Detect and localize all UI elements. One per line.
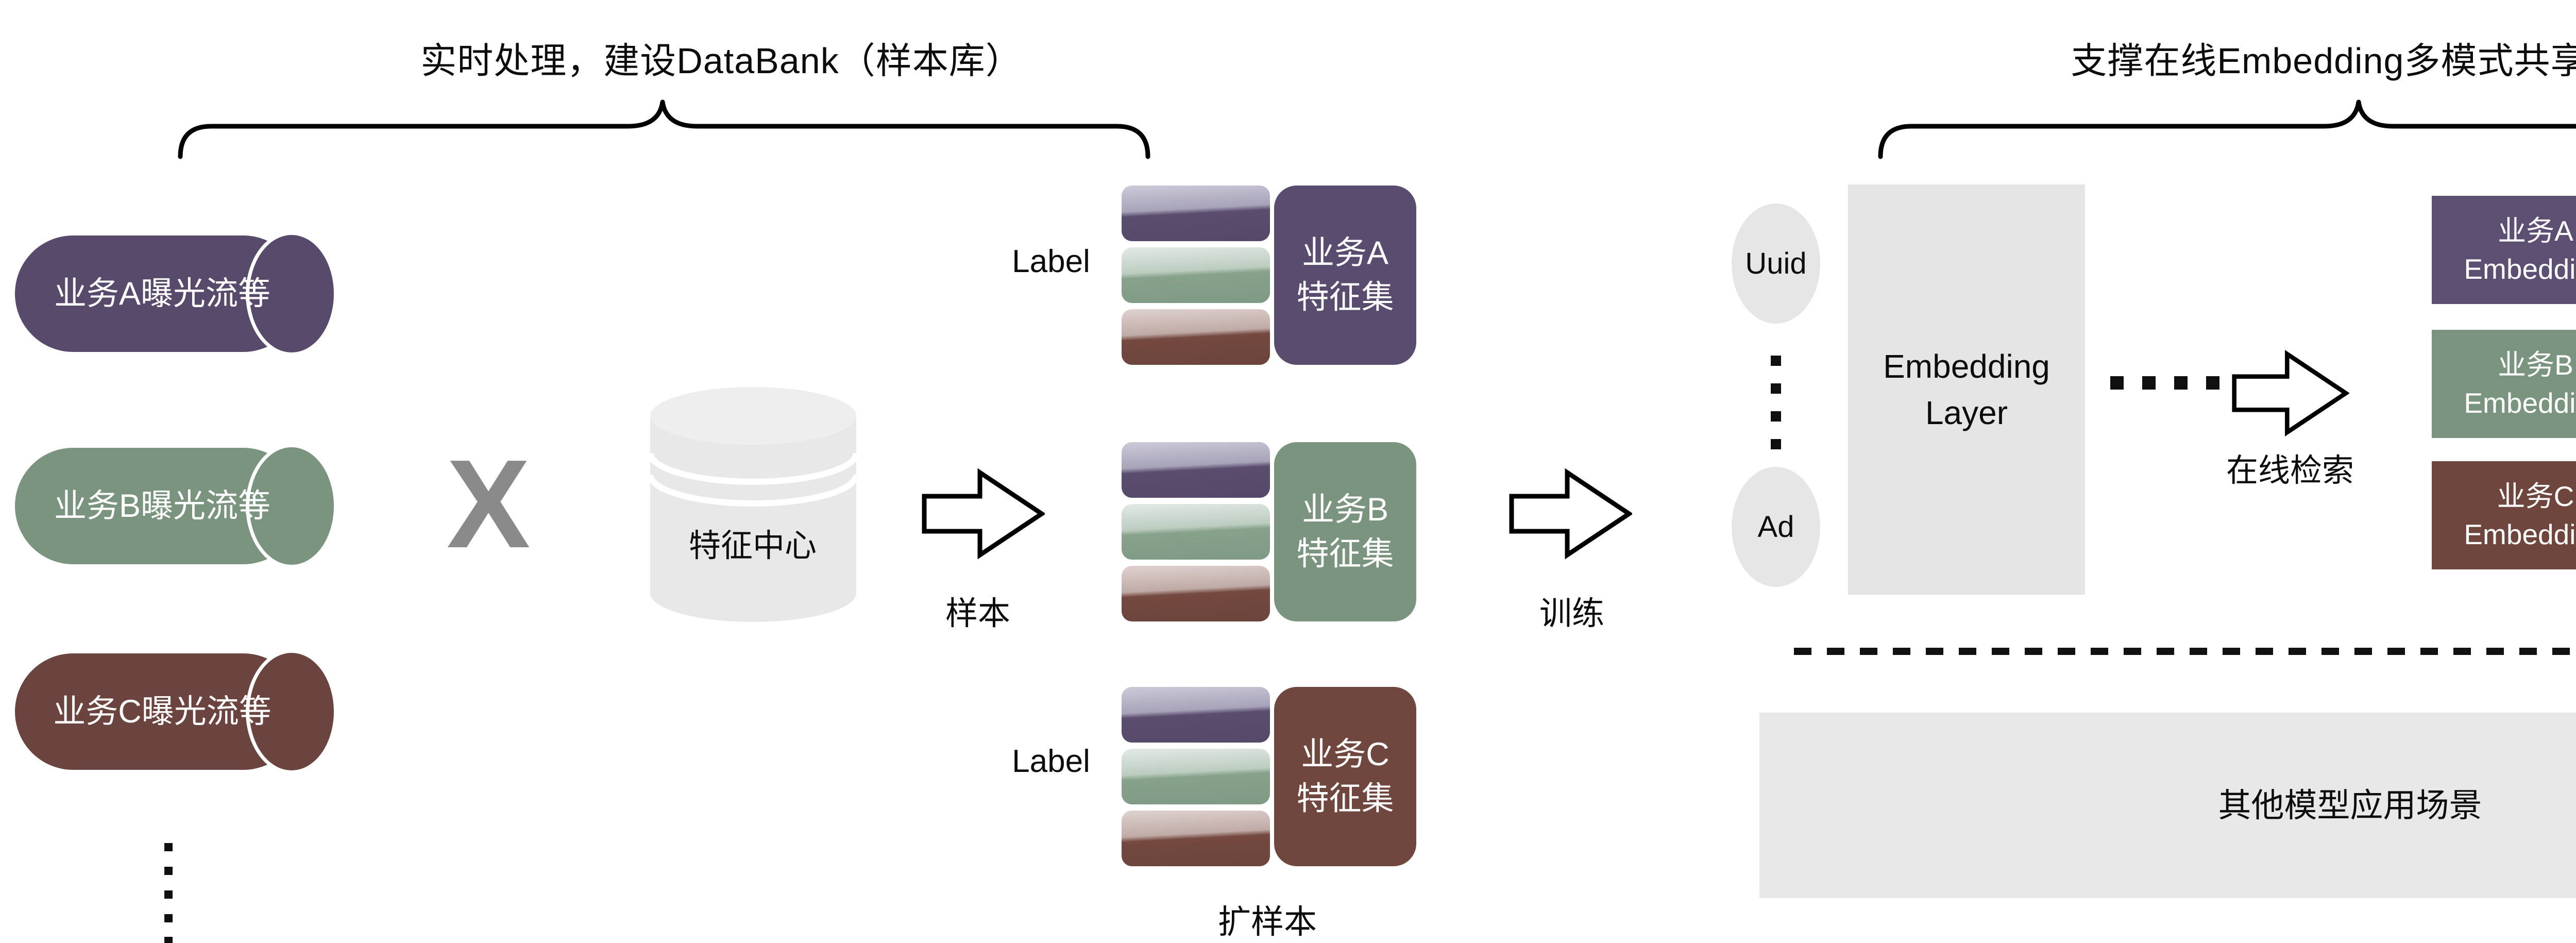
uuid-label: Uuid [1745, 247, 1807, 280]
cylinder-end-icon [246, 231, 337, 356]
online-search-label: 在线检索 [2226, 453, 2354, 489]
sample-arrow-label: 样本 [945, 596, 1010, 632]
feature-bar-green [1122, 749, 1270, 804]
feature-set-box-c: 业务C 特征集 [1274, 687, 1416, 866]
embedding-box-c: 业务C Embedding [2432, 461, 2576, 569]
stream-pill-c: 业务C曝光流等 [15, 649, 346, 774]
ad-node: Ad [1732, 467, 1820, 587]
dashed-divider [1794, 648, 2576, 655]
label-caption-a: Label [1012, 244, 1090, 279]
embedding-box-line2: Embedding [2464, 387, 2576, 419]
right-section-title: 支撑在线Embedding多模式共享ModelBank [2071, 41, 2576, 81]
embedding-layer-line2: Layer [1925, 394, 2008, 431]
feature-set-group-b: 业务B 特征集 [1122, 442, 1416, 621]
feature-set-line2: 特征集 [1296, 279, 1394, 315]
feature-bar-brown [1122, 309, 1270, 365]
feature-set-group-a: 业务A 特征集 [1122, 186, 1416, 365]
feature-set-box-a: 业务A 特征集 [1274, 186, 1416, 365]
feature-center-label: 特征中心 [688, 528, 817, 564]
other-scenarios-box: 其他模型应用场景 [1759, 713, 2576, 898]
expand-sample-label: 扩样本 [1218, 903, 1317, 940]
embedding-layer-box: Embedding Layer [1848, 184, 2085, 595]
embedding-box-line1: 业务A [2498, 215, 2573, 247]
uuid-node: Uuid [1732, 204, 1820, 324]
feature-set-box-b: 业务B 特征集 [1274, 442, 1416, 621]
stream-label: 业务A曝光流等 [54, 276, 271, 312]
feature-set-line2: 特征集 [1296, 781, 1394, 817]
stream-pill-b: 业务B曝光流等 [15, 444, 346, 568]
other-scenarios-label: 其他模型应用场景 [2218, 787, 2482, 824]
feature-bar-brown [1122, 566, 1270, 621]
feature-bar-brown [1122, 811, 1270, 866]
feature-bar-purple [1122, 442, 1270, 498]
embedding-layer-line1: Embedding [1883, 348, 2050, 385]
embedding-box-a: 业务A Embedding [2432, 196, 2576, 304]
left-overbrace-icon [178, 99, 1150, 159]
cylinder-end-icon [246, 444, 337, 568]
feature-set-line1: 业务A [1301, 235, 1389, 271]
feature-set-line2: 特征集 [1296, 536, 1394, 572]
feature-set-line1: 业务C [1301, 736, 1389, 772]
cylinder-end-icon [246, 649, 337, 774]
multiply-join-icon: X [446, 433, 531, 574]
embedding-box-line2: Embedding [2464, 253, 2576, 285]
feature-bar-green [1122, 504, 1270, 560]
feature-bar-purple [1122, 186, 1270, 241]
sample-flow-arrow-icon [922, 468, 1045, 560]
online-search-arrow-icon [2232, 350, 2349, 436]
embedding-box-line1: 业务C [2497, 480, 2574, 512]
embedding-box-line1: 业务B [2498, 349, 2573, 381]
train-arrow-label: 训练 [1539, 596, 1604, 632]
feature-set-group-c: 业务C 特征集 [1122, 687, 1416, 866]
database-cylinder-icon [649, 387, 856, 622]
rich-representation-label: 丰富表达 [2566, 588, 2576, 635]
stream-label: 业务B曝光流等 [54, 488, 271, 524]
stream-label: 业务C曝光流等 [53, 694, 272, 730]
feature-bar-green [1122, 247, 1270, 303]
feature-bar-purple [1122, 687, 1270, 743]
embedding-box-line2: Embedding [2464, 518, 2576, 550]
feature-set-line1: 业务B [1301, 492, 1389, 528]
embedding-box-b: 业务B Embedding [2432, 330, 2576, 438]
right-overbrace-icon [1878, 99, 2576, 159]
stream-pill-a: 业务A曝光流等 [15, 231, 346, 356]
train-flow-arrow-icon [1509, 468, 1632, 560]
left-section-title: 实时处理，建设DataBank（样本库） [420, 41, 1022, 81]
ad-label: Ad [1757, 510, 1794, 544]
label-caption-c: Label [1012, 744, 1090, 779]
